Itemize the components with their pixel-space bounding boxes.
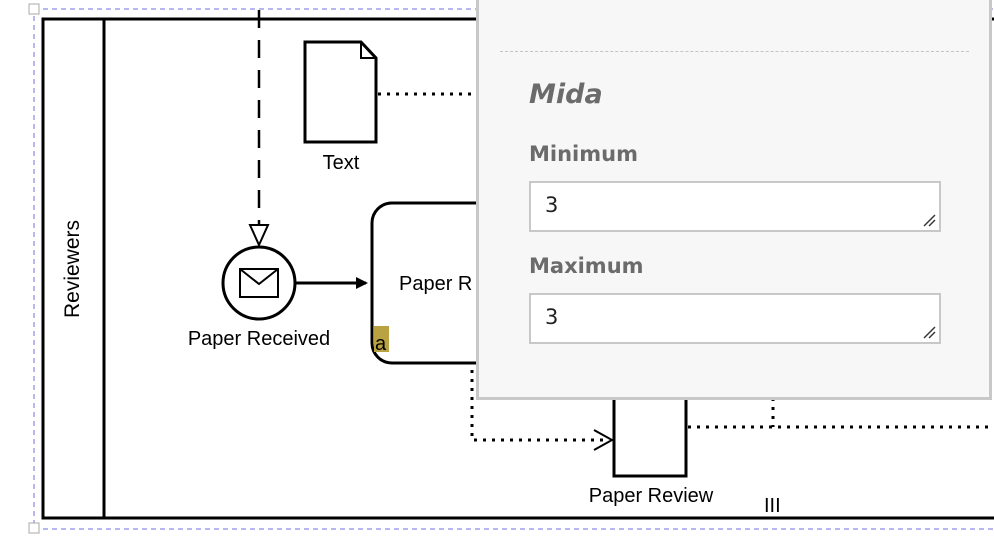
properties-panel: Mida Minimum 3 Maximum 3 xyxy=(476,0,992,400)
selection-handle-bottom-left[interactable] xyxy=(28,522,40,534)
maximum-value: 3 xyxy=(545,305,559,329)
task-marker xyxy=(374,326,389,352)
task-label[interactable]: Paper R xyxy=(399,273,472,295)
multi-instance-marker: III xyxy=(764,495,781,517)
lane-label[interactable]: Reviewers xyxy=(61,220,84,318)
data-object-fold xyxy=(360,42,376,59)
paper-review-label[interactable]: Paper Review xyxy=(589,485,714,507)
maximum-input[interactable]: 3 xyxy=(529,293,941,344)
message-flow-arrow xyxy=(248,224,270,248)
selection-handle-top-left[interactable] xyxy=(28,3,40,15)
data-object[interactable] xyxy=(303,40,378,144)
section-title: Mida xyxy=(529,79,603,110)
envelope-icon xyxy=(239,268,279,298)
minimum-label: Minimum xyxy=(529,142,638,166)
open-arrow-icon xyxy=(593,429,615,451)
maximum-label: Maximum xyxy=(529,254,644,278)
resize-handle-icon[interactable] xyxy=(922,325,936,339)
event-label[interactable]: Paper Received xyxy=(188,328,330,350)
resize-handle-icon[interactable] xyxy=(922,213,936,227)
data-object-label[interactable]: Text xyxy=(323,152,360,174)
minimum-value: 3 xyxy=(545,193,559,217)
task-marker-text: a xyxy=(375,333,387,355)
minimum-input[interactable]: 3 xyxy=(529,181,941,232)
panel-separator xyxy=(500,51,969,52)
